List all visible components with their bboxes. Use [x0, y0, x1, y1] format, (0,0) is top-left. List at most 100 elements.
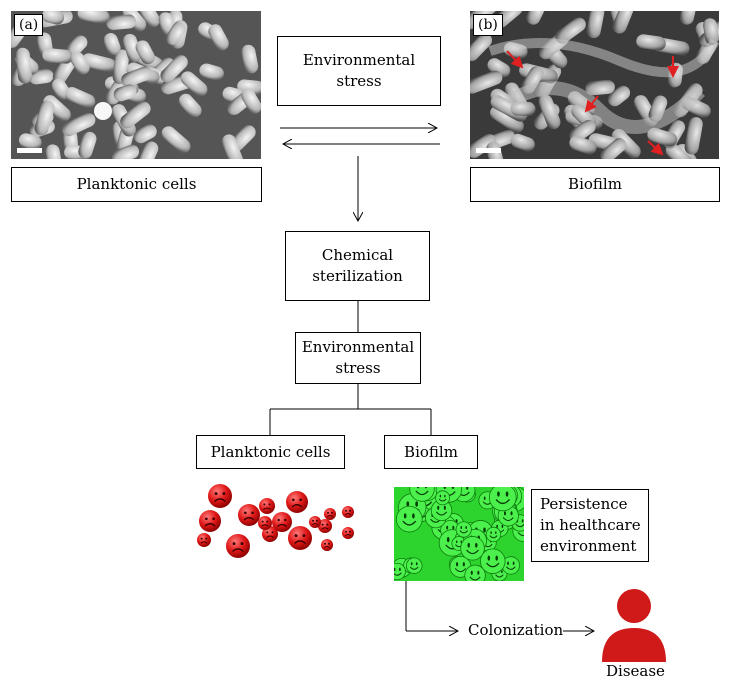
biofilm-rod [679, 11, 697, 25]
bacterial-rod [135, 40, 155, 65]
disease-label: Disease [606, 662, 665, 680]
sad-face-icon [321, 539, 333, 551]
smiley-icon [485, 526, 502, 543]
bacterial-rod [208, 24, 229, 51]
bacterial-rod [45, 144, 62, 159]
bacterial-rod [18, 133, 42, 150]
bacterial-rod [113, 84, 137, 102]
bacterial-rod [77, 11, 110, 24]
biofilm-rod [470, 33, 492, 62]
scale-bar-b [476, 148, 501, 153]
biofilm-rod [470, 133, 497, 158]
sad-face-icon [238, 504, 260, 526]
chemical-line2: sterilization [312, 267, 403, 285]
smiley-icon [460, 536, 485, 561]
sad-face-icon [199, 510, 221, 532]
colonization-label: Colonization [468, 621, 564, 639]
biofilm-rod [487, 58, 511, 78]
bacterial-rod [120, 101, 151, 129]
biofilm-rod [569, 135, 597, 155]
smiley-icon [488, 487, 517, 512]
environmental-stress-top-box: Environmental stress [277, 36, 441, 106]
biofilm-rod [611, 128, 641, 159]
biofilm-rod [612, 11, 636, 34]
sad-face-icon [259, 498, 275, 514]
stress-top-line2: stress [336, 72, 382, 90]
panel-a-label: (a) [14, 14, 44, 36]
sad-face-icon [208, 484, 232, 508]
biofilm-matrix-graphic [470, 11, 719, 159]
planktonic-rods-graphic [11, 11, 261, 159]
sad-face-icon [197, 533, 211, 547]
bacterial-rod [241, 44, 259, 74]
biofilm-rod [470, 70, 503, 94]
bacterial-rod [136, 141, 159, 159]
bacterial-rod [66, 35, 88, 57]
sem-arrow-1 [506, 50, 524, 69]
bacterial-rod [160, 55, 188, 83]
bacterial-rod [61, 112, 96, 137]
biofilm-rod [636, 34, 666, 51]
bacterial-rod [161, 126, 191, 154]
persistence-line1: Persistence [540, 495, 628, 513]
sem-arrow-4 [647, 140, 664, 156]
chemical-sterilization-box: Chemical sterilization [285, 231, 430, 301]
bacterial-rod [64, 86, 96, 109]
bacterial-rod [42, 11, 65, 25]
biofilm-rod [647, 127, 678, 147]
bacterial-spore [94, 102, 112, 120]
biofilm-rod [510, 133, 535, 152]
sad-face-icon [262, 526, 278, 542]
biofilm-rod [585, 79, 615, 96]
bacterial-rod [78, 131, 97, 159]
planktonic-sem-image: (a) [11, 11, 261, 159]
biofilm-rod [665, 143, 693, 159]
persistence-line2: in healthcare [540, 516, 641, 534]
scale-bar-a [17, 148, 42, 153]
bacterial-rod [15, 47, 33, 84]
biofilm-rod [607, 85, 631, 107]
sad-faces-cluster [197, 484, 354, 558]
biofilm-rod [600, 138, 627, 159]
biofilm-rod [684, 117, 703, 155]
bacterial-rod [42, 48, 73, 64]
smiley-icon [455, 521, 472, 538]
planktonic-cells-caption: Planktonic cells [11, 167, 262, 202]
stress-mid-line1: Environmental [301, 338, 415, 356]
smiley-icon [464, 564, 486, 581]
bacterial-rod [139, 11, 161, 28]
smiley-icon [435, 490, 451, 506]
sad-face-icon [318, 519, 332, 533]
smiley-icon [430, 499, 453, 522]
persistence-box: Persistence in healthcare environment [531, 489, 649, 562]
bacterial-rod [34, 100, 55, 136]
branch-biofilm-box: Biofilm [384, 435, 478, 469]
smiley-icon [394, 562, 406, 581]
sad-face-icon [286, 491, 308, 513]
biofilm-rod [555, 17, 586, 44]
bacterial-rod [165, 22, 186, 46]
bacterial-rod [52, 54, 77, 84]
smiley-icon [501, 556, 520, 575]
sad-face-icon [272, 512, 292, 532]
biofilm-rod [703, 18, 719, 45]
bacterial-rod [133, 124, 157, 144]
bacterial-rod [81, 53, 117, 73]
smiley-icon [480, 548, 506, 574]
smiley-icon [405, 557, 423, 574]
sad-face-icon [342, 506, 354, 518]
bacterial-rod [106, 14, 136, 30]
bacterial-rod [70, 51, 90, 75]
panel-b-label: (b) [473, 14, 503, 36]
bacterial-rod [221, 134, 244, 159]
branch-planktonic-box: Planktonic cells [196, 435, 345, 469]
bacterial-rod [178, 93, 202, 118]
biofilm-rod [538, 94, 561, 130]
sad-face-icon [309, 516, 321, 528]
bacterial-rod [121, 66, 153, 87]
bacterial-rod [241, 88, 261, 114]
smiley-icon [409, 487, 435, 502]
biofilm-sem-image: (b) [470, 11, 719, 159]
biofilm-rod [586, 11, 605, 39]
environmental-stress-mid-box: Environmental stress [295, 332, 421, 384]
